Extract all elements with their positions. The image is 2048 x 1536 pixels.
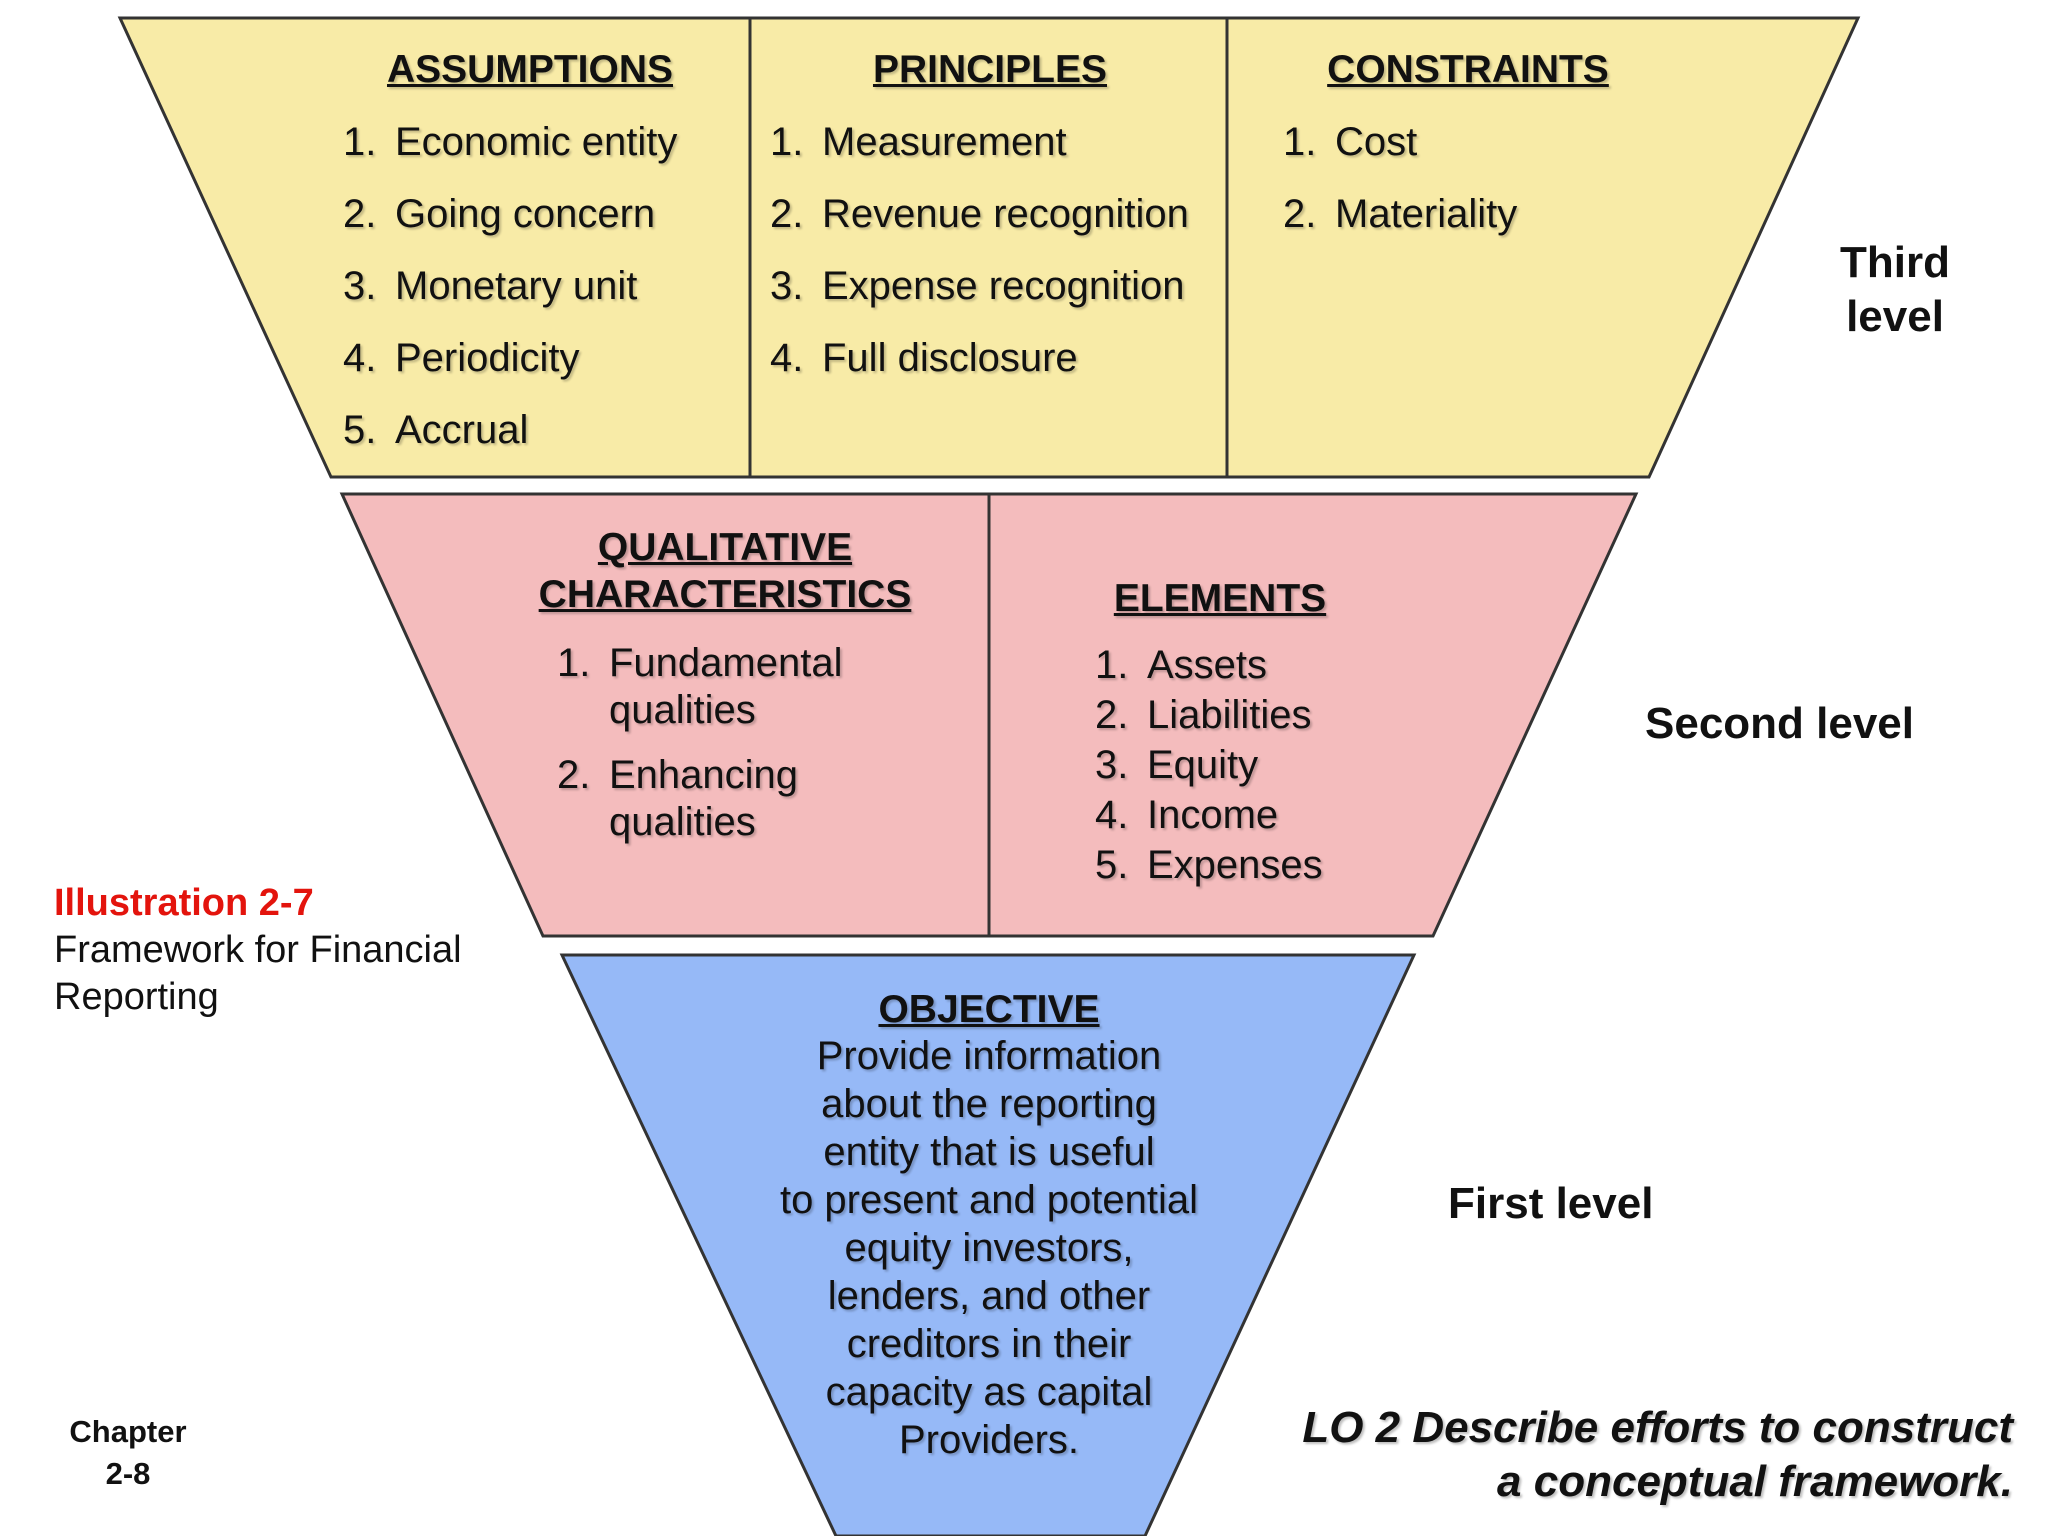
list-item: 1.Cost (1283, 120, 1418, 164)
list-item: 3.Expense recognition (770, 264, 1185, 308)
list-item: 4.Full disclosure (770, 336, 1078, 380)
second-level-label: Second level (1645, 699, 1915, 748)
objective-heading: OBJECTIVE (878, 988, 1100, 1031)
list-item: 4.Periodicity (343, 336, 580, 380)
third-level-trapezoid (117, 16, 1861, 479)
principles-heading: PRINCIPLES (872, 48, 1108, 91)
list-item: 5.Expenses (1095, 843, 1323, 887)
list-item: 1.Fundamental qualities (557, 641, 843, 732)
list-item: 2.Enhancing qualities (557, 753, 799, 844)
qualitative-characteristics-list: 1.Fundamental qualities 2.Enhancing qual… (557, 640, 842, 864)
learning-objective: LO 2 Describe efforts to construct a con… (1302, 1403, 2013, 1506)
first-level-label: First level (1448, 1179, 1654, 1228)
list-item: 2.Liabilities (1095, 693, 1312, 737)
list-item: 5.Accrual (343, 408, 529, 452)
principles-list: 1.Measurement 2.Revenue recognition 3.Ex… (770, 119, 1189, 407)
list-item: 4.Income (1095, 793, 1279, 837)
chapter-label: Chapter 2-8 (69, 1414, 187, 1491)
list-item: 3.Equity (1095, 743, 1259, 787)
assumptions-heading: ASSUMPTIONS (386, 48, 674, 91)
elements-list: 1.Assets 2.Liabilities 3.Equity 4.Income… (1095, 640, 1323, 890)
illustration-title: Illustration 2-7 (54, 882, 314, 924)
qualitative-characteristics-heading: QUALITATIVE CHARACTERISTICS (538, 526, 912, 616)
list-item: 3.Monetary unit (343, 264, 638, 308)
list-item: 2.Revenue recognition (770, 192, 1189, 236)
assumptions-list: 1.Economic entity 2.Going concern 3.Mone… (343, 119, 677, 479)
elements-heading: ELEMENTS (1113, 577, 1327, 620)
list-item: 2.Going concern (343, 192, 656, 236)
objective-text: Provide information about the reporting … (779, 1034, 1199, 1462)
third-level-label: Third level (1840, 238, 1950, 341)
list-item: 1.Measurement (770, 120, 1067, 164)
list-item: 2.Materiality (1283, 192, 1518, 236)
constraints-heading: CONSTRAINTS (1327, 48, 1609, 91)
constraints-list: 1.Cost 2.Materiality (1283, 119, 1517, 263)
list-item: 1.Assets (1095, 643, 1268, 687)
illustration-subtitle: Framework for Financial Reporting (54, 929, 462, 1018)
first-level-triangle (559, 953, 1417, 1536)
list-item: 1.Economic entity (343, 120, 678, 164)
